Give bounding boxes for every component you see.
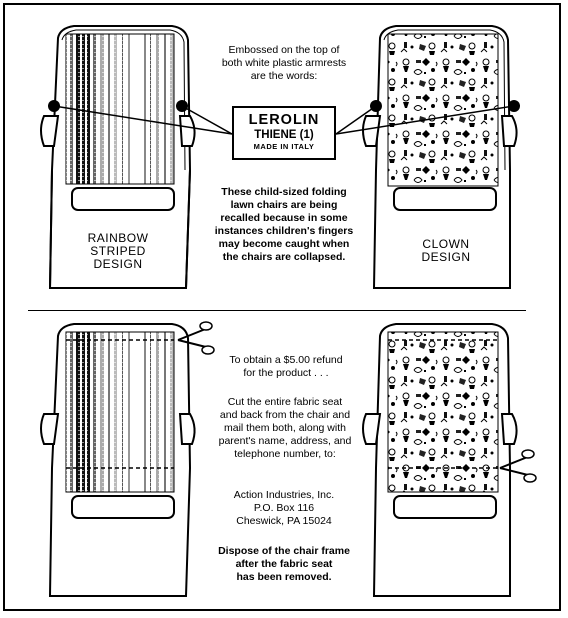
recall-note-line: may become caught when (218, 238, 350, 250)
recall-note: These child-sized folding lawn chairs ar… (196, 186, 372, 264)
address-line: Action Industries, Inc. (233, 489, 335, 501)
rainbow-chair-top-illustration (40, 25, 196, 289)
dispose-note: Dispose of the chair frame after the fab… (196, 545, 372, 584)
scissors-icon (177, 321, 215, 355)
label-origin: MADE IN ITALY (253, 142, 315, 151)
armrest-label-box: LEROLIN THIENE (1) MADE IN ITALY (232, 106, 336, 160)
clown-chair-top-illustration (362, 25, 520, 289)
instructions-line: parent's name, address, and (218, 435, 352, 447)
recall-note-line: lawn chairs are being (230, 199, 338, 211)
scissors-icon (499, 449, 537, 483)
label-model: THIENE (1) (254, 129, 314, 141)
emboss-note-line: are the words: (250, 70, 318, 82)
clown-label-line: DESIGN (421, 250, 471, 264)
clown-label-line: CLOWN (422, 237, 470, 251)
emboss-note: Embossed on the top of both white plasti… (196, 44, 372, 83)
section-divider (28, 310, 526, 311)
address-line: Cheswick, PA 15024 (236, 515, 332, 527)
mailing-address: Action Industries, Inc. P.O. Box 116 Che… (196, 489, 372, 528)
refund-line: To obtain a $5.00 refund (196, 354, 376, 367)
dispose-line: after the fabric seat (235, 558, 333, 570)
recall-note-line: These child-sized folding (221, 186, 347, 198)
dispose-line: Dispose of the chair frame (218, 545, 350, 557)
instructions-line: telephone number, to: (234, 448, 336, 460)
rainbow-label-line: RAINBOW (87, 231, 149, 245)
rainbow-label-line: DESIGN (93, 257, 143, 271)
address-line: P.O. Box 116 (253, 502, 315, 514)
recall-note-line: instances children's fingers (214, 225, 354, 237)
dispose-line: has been removed. (236, 571, 332, 583)
clown-chair-cut-illustration (362, 323, 537, 597)
emboss-note-line: both white plastic armrests (221, 57, 347, 69)
mail-instructions: Cut the entire fabric seat and back from… (190, 396, 380, 461)
refund-line-text: To obtain a $5.00 refund (229, 354, 343, 366)
label-brand: LEROLIN (248, 112, 320, 128)
rainbow-label-line: STRIPED (90, 244, 146, 258)
instructions-line: and back from the chair and (219, 409, 351, 421)
rainbow-design-label: RAINBOW STRIPED DESIGN (78, 232, 158, 271)
clown-design-label: CLOWN DESIGN (406, 238, 486, 264)
emboss-note-line: Embossed on the top of (228, 44, 340, 56)
recall-note-line: recalled because in some (220, 212, 348, 224)
instructions-line: Cut the entire fabric seat (227, 396, 343, 408)
refund-note: To obtain a $5.00 refund for the product… (196, 354, 376, 380)
rainbow-chair-cut-illustration (40, 321, 215, 597)
refund-line: for the product . . . (243, 367, 329, 379)
instructions-line: mail them both, along with (224, 422, 346, 434)
recall-note-line: the chairs are collapsed. (222, 251, 346, 263)
